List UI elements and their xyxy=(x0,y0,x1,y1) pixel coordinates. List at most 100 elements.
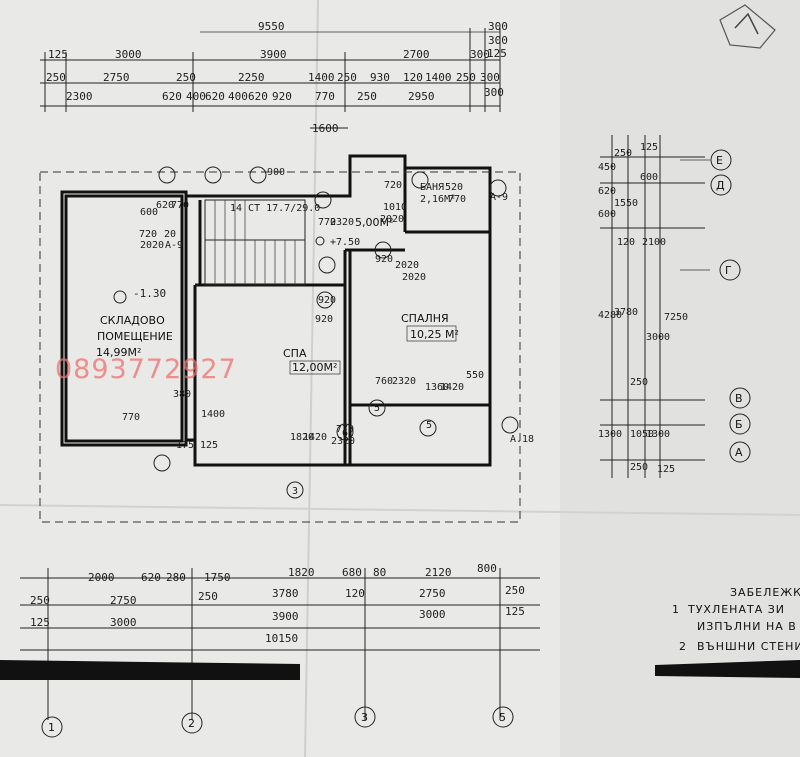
inner-dim: 770 xyxy=(122,412,140,423)
inner-dim: 770 xyxy=(171,200,189,211)
dim-row3: 400 xyxy=(228,90,248,103)
top-dimension-chain xyxy=(40,28,501,112)
bottom-dim: 2750 xyxy=(419,587,446,600)
section-num: 3 xyxy=(292,486,298,497)
inner-dim: 175 xyxy=(176,440,194,451)
dim-row3: 620 xyxy=(205,90,225,103)
axis-bubble xyxy=(719,259,741,281)
inner-dimensions: 1600 600 620 770 720 20 2020 A-9 380 140… xyxy=(122,122,534,497)
bottom-dim: 680 xyxy=(342,566,362,579)
room-bath-area: 2,16М² xyxy=(420,194,456,205)
inner-dim: 920 xyxy=(318,295,336,306)
axis-label: 2 xyxy=(188,717,195,730)
paper-fold xyxy=(0,504,800,516)
inner-dim: 720 xyxy=(384,180,402,191)
inner-dim: 2320 xyxy=(392,376,416,387)
bottom-dim: 80 xyxy=(373,566,386,579)
bottom-dim: 1820 xyxy=(288,566,315,579)
right-dim: 1300 xyxy=(598,429,622,440)
inner-dim: 125 xyxy=(200,440,218,451)
inner-dim: 2020 xyxy=(380,214,404,225)
bottom-dim: 125 xyxy=(30,616,50,629)
bottom-dim-overall: 10150 xyxy=(265,632,298,645)
bottom-dim: 120 xyxy=(345,587,365,600)
inner-dim: A-9 xyxy=(165,240,183,251)
note-number: 1 xyxy=(672,603,680,616)
stair-label: 14 СТ 17.7/29.0 xyxy=(230,203,320,214)
bottom-dim: 3000 xyxy=(419,608,446,621)
dim-row2: 250 xyxy=(46,71,66,84)
section-num: 5 xyxy=(426,420,432,431)
right-dim: 125 xyxy=(640,142,658,153)
inner-dim: 1820 xyxy=(290,432,314,443)
dim-row2: 300 xyxy=(480,71,500,84)
dim-top-small: 125 xyxy=(487,47,507,60)
inner-dim: 1400 xyxy=(201,409,225,420)
axis-bubble xyxy=(354,706,376,728)
dim-top-small: 300 xyxy=(488,20,508,33)
right-dim: 3000 xyxy=(646,332,670,343)
bottom-dim: 3780 xyxy=(272,587,299,600)
dim-row2: 930 xyxy=(370,71,390,84)
room-hall-area: 5,00М² xyxy=(355,216,393,229)
north-arrow xyxy=(734,12,759,35)
right-dim: 600 xyxy=(640,172,658,183)
right-dim: 2100 xyxy=(642,237,666,248)
inner-dim: 770 xyxy=(336,424,354,435)
section-markers xyxy=(113,166,519,499)
right-dim: 620 xyxy=(598,186,616,197)
axis-label: Е xyxy=(716,154,723,167)
bottom-dim: 250 xyxy=(505,584,525,597)
level-mark-storage: -1.30 xyxy=(133,287,166,300)
dim-overall-top: 9550 xyxy=(258,20,285,33)
dim-row2: 250 xyxy=(456,71,476,84)
marker-stroke xyxy=(0,660,300,680)
right-dim: 3780 xyxy=(614,307,638,318)
bottom-dim: 3000 xyxy=(110,616,137,629)
inner-dim: 380 xyxy=(173,389,191,400)
right-dim: 450 xyxy=(598,162,616,173)
room-storage-name: СКЛАДОВО xyxy=(100,314,165,327)
notes-title: ЗАБЕЛЕЖК xyxy=(730,586,800,599)
room-bedroom-right-area: 10,25 М² xyxy=(410,328,459,341)
area-box xyxy=(406,325,457,342)
inner-dim: 600 xyxy=(140,207,158,218)
dim-row3: 620 xyxy=(162,90,182,103)
right-dim: 1300 xyxy=(646,429,670,440)
bottom-dimension-chain xyxy=(20,568,540,720)
room-storage-name-2: ПОМЕЩЕНИЕ xyxy=(97,330,173,343)
bottom-dim: 800 xyxy=(477,562,497,575)
section-num: 5 xyxy=(374,403,380,414)
note-line: ТУХЛЕНАТА ЗИ xyxy=(687,603,785,616)
dim-row3: 2300 xyxy=(66,90,93,103)
right-dim: 120 xyxy=(617,237,635,248)
paper-fold xyxy=(304,0,319,757)
axis-label: А xyxy=(735,446,743,459)
right-dim: 250 xyxy=(614,148,632,159)
dim-row2: 250 xyxy=(337,71,357,84)
inner-dim: 920 xyxy=(315,314,333,325)
dim-row1: 125 xyxy=(48,48,68,61)
bottom-dim: 250 xyxy=(198,590,218,603)
note-line: ВЪНШНИ СТЕНИ xyxy=(697,640,800,653)
bottom-dim: 3900 xyxy=(272,610,299,623)
right-dim: 1050 xyxy=(630,429,654,440)
dim-row2: 2250 xyxy=(238,71,265,84)
inner-dim: 2020 xyxy=(402,272,426,283)
inner-dim: 20 xyxy=(164,229,176,240)
dim-row3: 620 xyxy=(248,90,268,103)
inner-dim: 1010 xyxy=(383,202,407,213)
dim-row1: 2700 xyxy=(403,48,430,61)
inner-dim: 770 xyxy=(318,217,336,228)
room-bath-name: БАНЯ xyxy=(420,182,444,193)
axis-bubble xyxy=(729,413,751,435)
inner-dim: 2020 xyxy=(140,240,164,251)
dim-top-small: 300 xyxy=(488,34,508,47)
bottom-dim: 1750 xyxy=(204,571,231,584)
axis-label: 3 xyxy=(361,711,368,724)
right-dim: 125 xyxy=(657,464,675,475)
bottom-dim: 250 xyxy=(30,594,50,607)
outline-dashed xyxy=(39,171,521,523)
